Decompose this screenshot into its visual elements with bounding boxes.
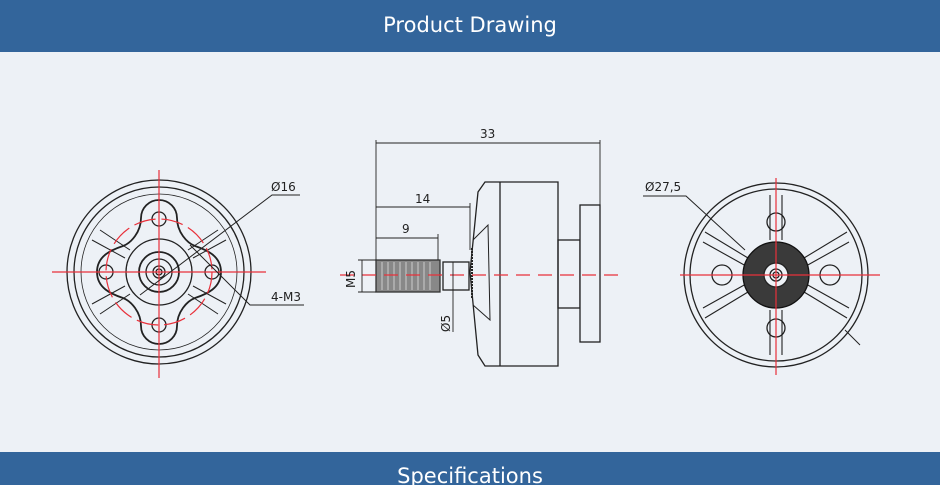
rear-leader-2: [844, 329, 861, 346]
rear-centerlines: [680, 178, 880, 375]
front-screw-label: 4-M3: [271, 290, 301, 304]
front-centerlines: [52, 170, 266, 378]
rear-leader: [643, 195, 746, 251]
section-header: Product Drawing: [0, 0, 940, 52]
section-title: Product Drawing: [383, 13, 557, 37]
side-view: [375, 181, 601, 367]
front-leaders: [139, 194, 304, 306]
specifications-title: Specifications: [397, 464, 543, 485]
thread-length-label: 9: [402, 222, 410, 236]
rear-diameter-label: Ø27,5: [645, 180, 681, 194]
thread-label: M5: [344, 270, 358, 288]
shaft-length-label: 14: [415, 192, 430, 206]
overall-length-label: 33: [480, 127, 495, 141]
side-dimensions: [358, 140, 601, 332]
front-diameter-label: Ø16: [271, 180, 296, 194]
shaft-diameter-label: Ø5: [439, 315, 453, 332]
specifications-header: Specifications: [0, 452, 940, 485]
